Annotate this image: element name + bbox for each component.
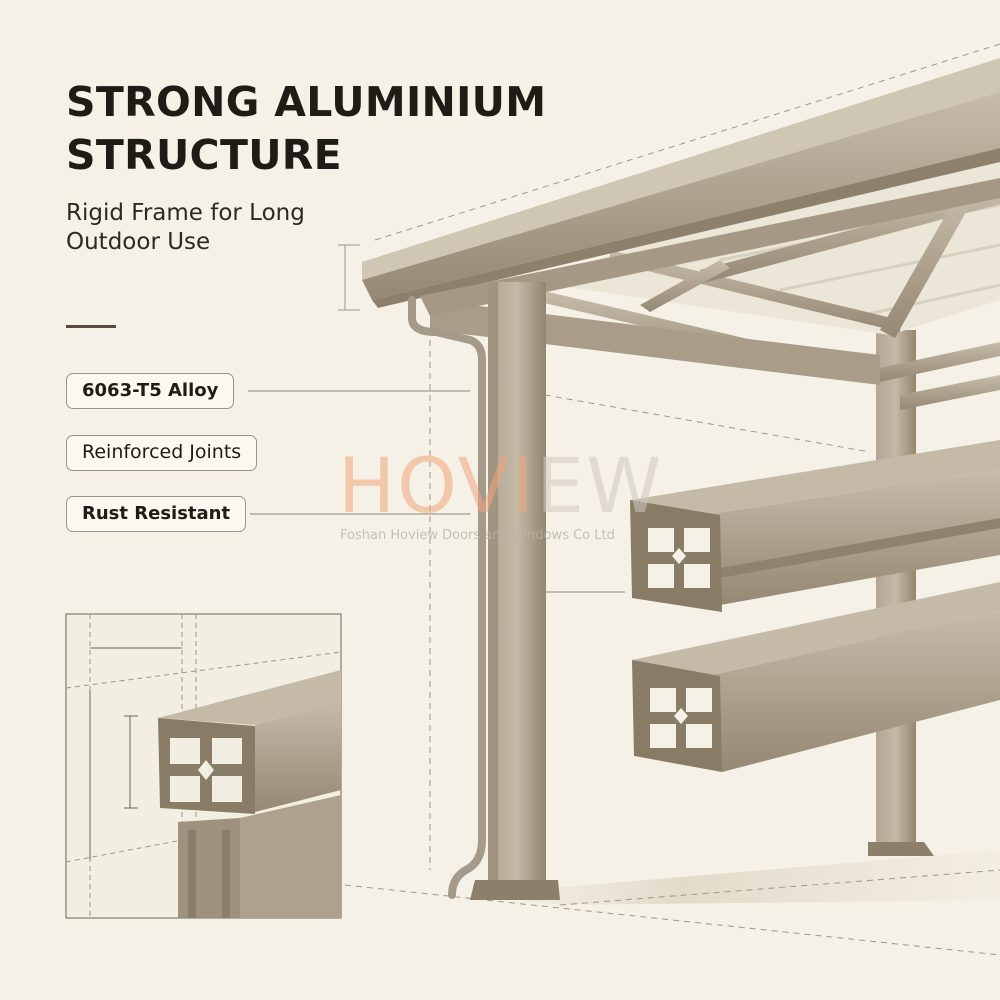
- front-post: [470, 282, 560, 900]
- watermark-logo-part-1: HOVI: [338, 441, 537, 530]
- dimension-lines: [338, 43, 1000, 956]
- roof-fascia: [362, 58, 1000, 316]
- ground-shadow: [470, 850, 1000, 905]
- feature-tag-joints: Reinforced Joints: [66, 435, 258, 471]
- downspout: [408, 296, 486, 899]
- profile-section-upper: [630, 440, 1000, 612]
- accent-divider: [66, 325, 116, 328]
- watermark-logo: HOVIEW: [338, 446, 663, 526]
- page-title: STRONG ALUMINIUM STRUCTURE: [66, 76, 546, 182]
- back-post: [868, 330, 934, 856]
- title-line-2: STRUCTURE: [66, 131, 342, 179]
- watermark-logo-part-2: EW: [536, 441, 664, 530]
- feature-tag-rust: Rust Resistant: [66, 496, 247, 532]
- subtitle-line-1: Rigid Frame for Long: [66, 200, 305, 226]
- feature-tag-alloy: 6063-T5 Alloy: [66, 373, 235, 409]
- title-line-1: STRONG ALUMINIUM: [66, 78, 547, 126]
- watermark-company: Foshan Hoview Doors and windows Co Ltd: [340, 528, 615, 543]
- profile-section-lower: [632, 582, 1000, 772]
- subtitle: Rigid Frame for Long Outdoor Use: [66, 199, 305, 257]
- detail-inset: [65, 613, 342, 919]
- subtitle-line-2: Outdoor Use: [66, 229, 211, 255]
